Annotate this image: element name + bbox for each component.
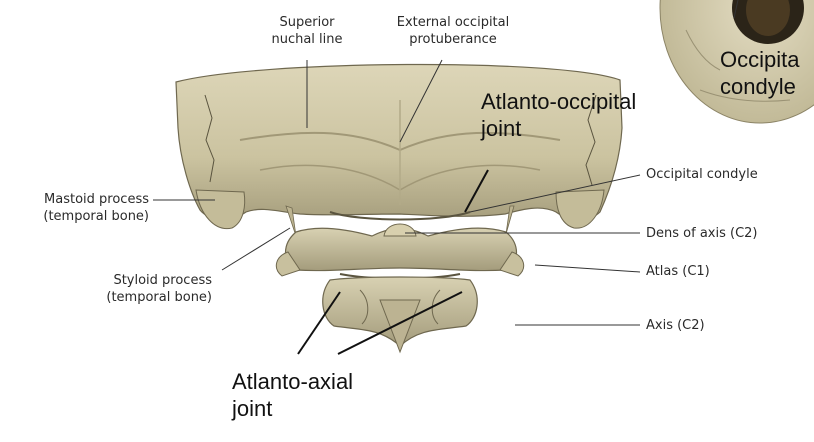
leader-external-occipital-protuberance [399,59,443,143]
leader-styloid-process [221,227,291,271]
leader-occipital-condyle [469,174,641,213]
label-external-occipital-protuberance: External occipital protuberance [396,15,510,47]
leader-inset-condyle [733,0,739,19]
label-styloid-process: Styloid process (temporal bone) [106,273,212,305]
skull-base [175,63,623,237]
inset-occipital-view [659,0,814,124]
arrow-atlanto-axial-right [337,291,463,355]
callout-inset-occipital-condyle: Occipita condyle [720,47,800,99]
label-dens-of-axis: Dens of axis (C2) [646,226,758,241]
label-axis: Axis (C2) [646,318,705,333]
arrow-atlanto-occipital [464,169,489,213]
label-atlas: Atlas (C1) [646,264,710,279]
axis-c2 [322,276,478,354]
label-superior-nuchal-line: Superior nuchal line [271,15,343,47]
leader-lines [153,0,739,326]
leader-atlas [534,264,641,273]
callout-arrows [297,169,489,355]
arrow-atlanto-axial-left [297,291,341,355]
callout-atlanto-axial-joint: Atlanto-axial joint [232,369,354,421]
callout-atlanto-occipital-joint: Atlanto-occipital joint [481,89,637,141]
atlas-c1 [275,223,525,280]
label-occipital-condyle: Occipital condyle [646,167,758,182]
label-mastoid-process: Mastoid process (temporal bone) [43,192,149,224]
